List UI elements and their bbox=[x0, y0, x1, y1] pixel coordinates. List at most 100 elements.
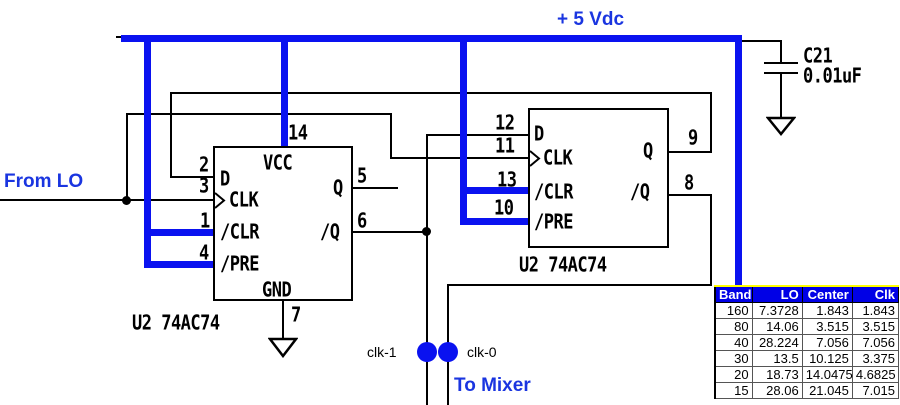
wire-pin5-stub bbox=[352, 187, 398, 189]
table-cell: 7.3728 bbox=[751, 302, 803, 319]
wire-pre-left bbox=[144, 261, 214, 268]
ff-left-pin-qbar: 6 bbox=[357, 209, 367, 234]
ff-left-label-clr: /CLR bbox=[220, 220, 259, 245]
table-cell: 21.045 bbox=[801, 382, 853, 399]
table-header-row: Band LO Center Clk bbox=[714, 285, 900, 303]
ff-left-ref: U2 74AC74 bbox=[132, 311, 220, 336]
junction-qbar-a bbox=[422, 227, 431, 236]
wire-gnd-stub bbox=[282, 300, 284, 339]
ff-left-pin-clr: 1 bbox=[200, 209, 210, 234]
column-header-center: Center bbox=[801, 285, 853, 303]
table-cell: 14.0475 bbox=[801, 366, 853, 383]
ff-left-label-d: D bbox=[220, 167, 230, 192]
wire-lo-to-clkb-h bbox=[126, 113, 392, 115]
from-lo-label: From LO bbox=[4, 171, 84, 192]
ff-right-pin-qbar: 8 bbox=[684, 171, 694, 196]
wire-qb-feedback-top bbox=[170, 92, 712, 94]
wire-5v-drop-far-right bbox=[735, 35, 742, 287]
ff-left-pin-clk: 3 bbox=[199, 174, 209, 199]
ff-right-pin-clr: 13 bbox=[497, 168, 517, 193]
wire-5v-drop-left bbox=[144, 35, 151, 268]
ff-left-pin-gnd: 7 bbox=[291, 303, 301, 328]
wire-pin9-stub bbox=[668, 151, 712, 153]
table-cell: 7.056 bbox=[801, 334, 853, 351]
ff-right-pin-q: 9 bbox=[688, 126, 698, 151]
band-table: Band LO Center Clk 160 7.3728 1.843 1.84… bbox=[714, 285, 900, 399]
cap-ref-label: C21 bbox=[803, 44, 833, 69]
ff-left-label-pre: /PRE bbox=[220, 252, 259, 277]
table-row: 160 7.3728 1.843 1.843 bbox=[714, 302, 900, 319]
table-cell: 3.375 bbox=[851, 350, 900, 367]
to-mixer-label: To Mixer bbox=[454, 375, 531, 396]
ff-right-pin-clk: 11 bbox=[495, 134, 515, 159]
table-cell: 10.125 bbox=[801, 350, 853, 367]
cap-plate-top bbox=[764, 62, 798, 64]
table-row: 30 13.5 10.125 3.375 bbox=[714, 350, 900, 367]
wire-clr-left bbox=[144, 229, 214, 236]
ground-icon-cap bbox=[766, 116, 796, 136]
column-header-band: Band bbox=[714, 285, 753, 303]
cap-value-label: 0.01uF bbox=[803, 64, 862, 89]
ff-right-label-clk: CLK bbox=[543, 146, 573, 171]
wire-clkb-stub bbox=[390, 157, 529, 159]
ff-left-label-gnd: GND bbox=[262, 278, 292, 303]
table-cell: 7.015 bbox=[851, 382, 900, 399]
cap-plate-bottom bbox=[764, 72, 798, 74]
table-cell: 28.06 bbox=[751, 382, 803, 399]
ff-right-label-pre: /PRE bbox=[534, 210, 573, 235]
table-cell: 28.224 bbox=[751, 334, 803, 351]
clk0-label: clk-0 bbox=[467, 344, 497, 360]
wire-pin6-stub bbox=[352, 231, 428, 233]
wire-clk1-drop bbox=[426, 134, 428, 405]
junction-from-lo bbox=[122, 196, 131, 205]
wire-pin9-v bbox=[710, 92, 712, 153]
wire-pin8-v bbox=[710, 194, 712, 286]
wire-pre-right bbox=[460, 218, 529, 225]
table-cell: 15 bbox=[714, 382, 753, 399]
clk1-label: clk-1 bbox=[367, 344, 397, 360]
table-cell: 18.73 bbox=[751, 366, 803, 383]
ff-right-label-q: Q bbox=[643, 139, 653, 164]
wire-clr-right bbox=[460, 187, 529, 194]
ff-right-ref: U2 74AC74 bbox=[519, 253, 607, 278]
table-cell: 3.515 bbox=[801, 318, 853, 335]
ff-right-body bbox=[528, 108, 669, 248]
ff-left-label-qbar: /Q bbox=[320, 220, 340, 245]
ff-left-label-clk: CLK bbox=[229, 188, 259, 213]
table-row: 40 28.224 7.056 7.056 bbox=[714, 334, 900, 351]
wire-pin2-stub bbox=[170, 176, 214, 178]
ff-left-label-q: Q bbox=[333, 176, 343, 201]
ff-left-pin-q: 5 bbox=[357, 164, 367, 189]
table-row: 20 18.73 14.0475 4.6825 bbox=[714, 366, 900, 383]
wire-cap-top-v bbox=[780, 40, 782, 63]
table-cell: 30 bbox=[714, 350, 753, 367]
table-cell: 4.6825 bbox=[851, 366, 900, 383]
table-cell: 20 bbox=[714, 366, 753, 383]
table-row: 80 14.06 3.515 3.515 bbox=[714, 318, 900, 335]
table-cell: 40 bbox=[714, 334, 753, 351]
ff-right-pin-d: 12 bbox=[495, 111, 515, 136]
ff-right-label-qbar: /Q bbox=[630, 180, 650, 205]
ff-right-label-d: D bbox=[534, 122, 544, 147]
ff-left-pin-pre: 4 bbox=[199, 241, 209, 266]
clk1-node-dot bbox=[417, 342, 437, 362]
wire-5v-rail bbox=[121, 35, 742, 42]
wire-pin8-stub bbox=[668, 194, 712, 196]
column-header-clk: Clk bbox=[851, 285, 900, 303]
wire-rail-left-tick bbox=[116, 36, 124, 38]
wire-from-lo bbox=[0, 199, 214, 201]
table-cell: 14.06 bbox=[751, 318, 803, 335]
ground-icon-ff bbox=[268, 337, 298, 358]
table-row: 15 28.06 21.045 7.015 bbox=[714, 382, 900, 399]
wire-pin8-h bbox=[447, 284, 712, 286]
table-cell: 80 bbox=[714, 318, 753, 335]
wire-pin12-h bbox=[426, 134, 530, 136]
ff-left-pin-d: 2 bbox=[199, 153, 209, 178]
table-cell: 1.843 bbox=[851, 302, 900, 319]
table-cell: 1.843 bbox=[801, 302, 853, 319]
wire-5v-drop-right bbox=[460, 35, 467, 225]
table-cell: 13.5 bbox=[751, 350, 803, 367]
table-cell: 3.515 bbox=[851, 318, 900, 335]
clock-wedge-icon-left bbox=[215, 192, 226, 209]
